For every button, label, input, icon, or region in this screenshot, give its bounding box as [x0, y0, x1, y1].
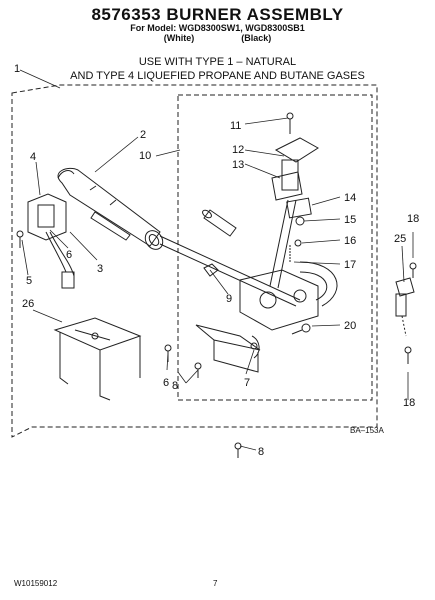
callout-9: 9 — [226, 293, 232, 305]
igniter-bracket — [27, 193, 75, 289]
igniter-screw — [16, 230, 24, 248]
callout-2: 2 — [140, 129, 146, 141]
callout-7: 7 — [244, 377, 250, 389]
callout-8b: 8 — [258, 446, 264, 458]
callout-20: 20 — [344, 320, 356, 332]
callout-11: 11 — [230, 120, 241, 132]
bolt-20 — [291, 323, 311, 335]
gas-supply-pipe — [159, 235, 301, 307]
model-colors: (White) (Black) — [0, 33, 435, 43]
valve-bracket — [195, 324, 261, 373]
callout-10: 10 — [139, 150, 151, 162]
callout-18a: 18 — [407, 213, 419, 225]
callout-6a: 6 — [66, 249, 72, 261]
usage-line-2: AND TYPE 4 LIQUEFIED PROPANE AND BUTANE … — [70, 70, 365, 82]
inner-burner-frame — [177, 94, 373, 401]
sensor-bracket — [395, 262, 417, 364]
page-number: 7 — [213, 579, 218, 588]
usage-line-1: USE WITH TYPE 1 – NATURAL — [138, 56, 297, 68]
callout-15: 15 — [344, 214, 356, 226]
burner-tube — [57, 167, 164, 250]
callout-3: 3 — [97, 263, 103, 275]
callout-25: 25 — [394, 233, 406, 245]
mounting-bracket — [53, 317, 142, 401]
callout-numbers: 1 2 10 4 6 3 5 26 9 6 8 7 11 12 13 14 15… — [14, 63, 419, 458]
document-number: W10159012 — [14, 579, 58, 588]
color-black: (Black) — [241, 33, 272, 43]
callout-17: 17 — [344, 259, 356, 271]
color-white: (White) — [163, 33, 195, 43]
gas-valve-assembly — [239, 137, 338, 331]
callout-14: 14 — [344, 192, 356, 204]
nut-16 — [294, 239, 302, 247]
callout-26: 26 — [22, 298, 34, 310]
callout-18b: 18 — [403, 397, 415, 409]
page-title: 8576353 BURNER ASSEMBLY — [91, 5, 344, 24]
callout-13: 13 — [232, 159, 244, 171]
callout-1: 1 — [14, 63, 20, 75]
top-screw — [286, 112, 294, 134]
model-numbers: For Model: WGD8300SW1, WGD8300SB1 — [130, 23, 305, 33]
nut-15 — [295, 216, 305, 226]
callout-6b: 6 — [163, 377, 169, 389]
callout-8a: 8 — [172, 380, 178, 392]
valve-coil — [202, 209, 237, 237]
figure-code: BA–153A — [350, 426, 384, 435]
callout-4: 4 — [30, 151, 36, 163]
outer-housing-frame — [11, 84, 378, 438]
callout-16: 16 — [344, 235, 356, 247]
leader-lines — [19, 69, 414, 451]
screws-lower — [164, 344, 242, 458]
callout-5: 5 — [26, 275, 32, 287]
pipe-nut — [203, 263, 219, 277]
callout-12: 12 — [232, 144, 244, 156]
